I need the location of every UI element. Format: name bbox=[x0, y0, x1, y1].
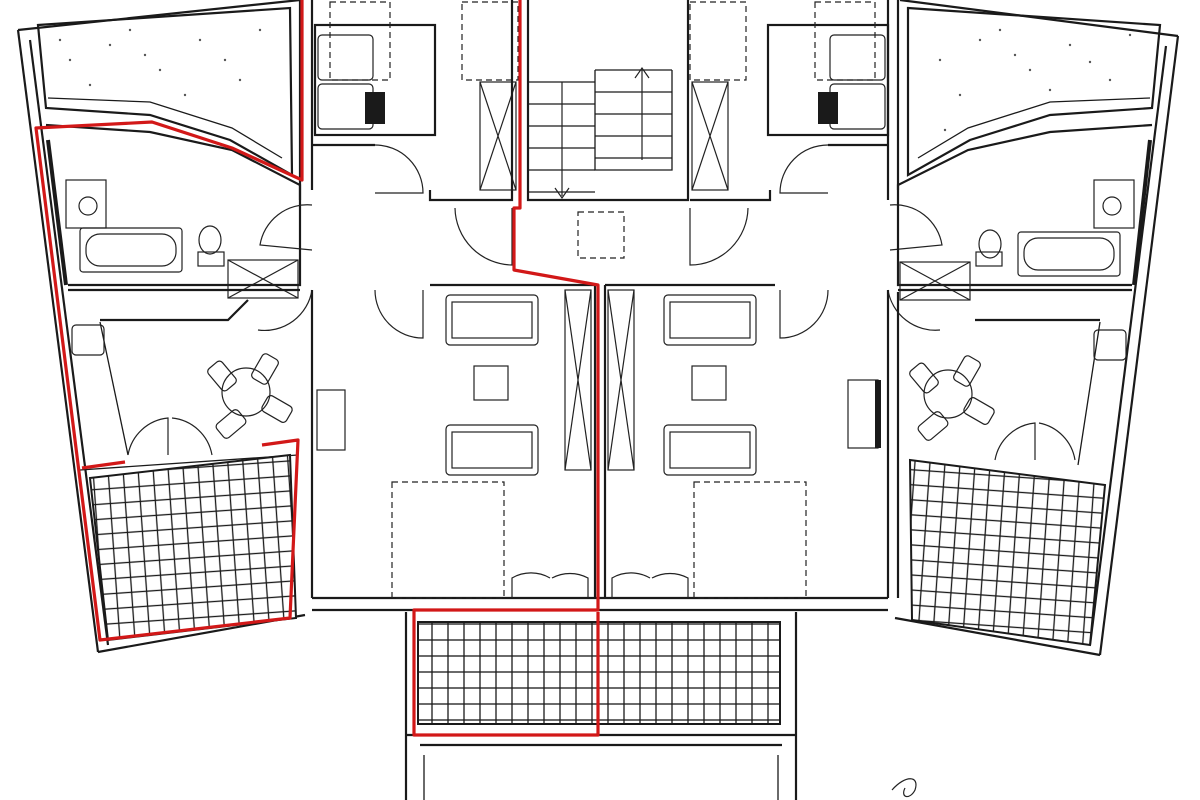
left-living bbox=[310, 283, 597, 599]
left-bathroom bbox=[45, 123, 302, 299]
right-kitchen bbox=[896, 288, 1132, 598]
dining-table-icon bbox=[207, 353, 293, 439]
left-balcony-top bbox=[36, 6, 294, 177]
right-balcony-top bbox=[906, 6, 1162, 177]
left-balcony-front bbox=[88, 453, 298, 642]
bathtub-icon bbox=[79, 227, 183, 273]
unit-boundary-red bbox=[34, 0, 600, 737]
left-hall bbox=[257, 144, 513, 339]
sofa-icon bbox=[445, 294, 539, 346]
right-bedroom-top bbox=[689, 1, 890, 202]
toilet-icon bbox=[197, 225, 225, 267]
signature-mark bbox=[891, 778, 917, 798]
right-balcony-front bbox=[908, 458, 1107, 647]
stairwell bbox=[526, 0, 690, 259]
sink-icon bbox=[65, 179, 107, 229]
stair-arrow-icon bbox=[554, 82, 570, 200]
right-living bbox=[603, 283, 890, 599]
left-bedroom-top bbox=[312, 0, 519, 202]
right-hall bbox=[689, 144, 943, 339]
right-bathroom bbox=[896, 123, 1153, 301]
